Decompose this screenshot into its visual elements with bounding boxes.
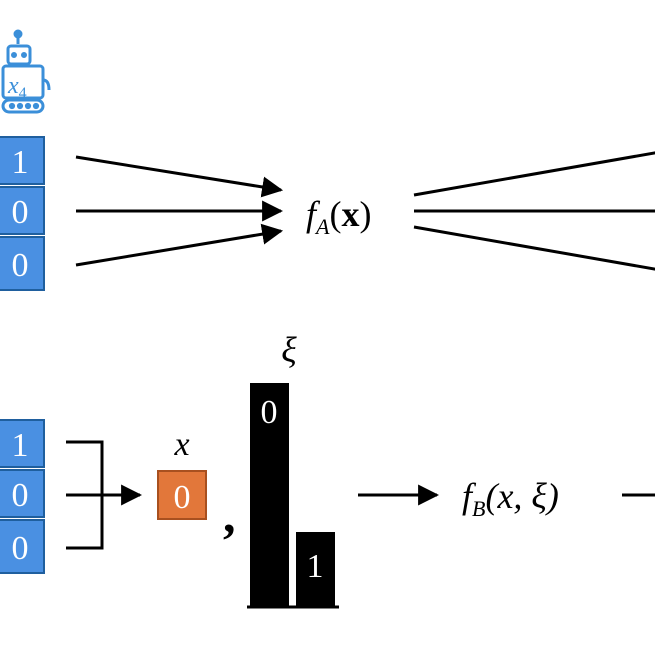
xi-label: ξ xyxy=(281,330,297,370)
fb-label: fB(x, ξ) xyxy=(462,476,559,521)
comma: , xyxy=(223,487,236,543)
bottom-vector-value-2: 0 xyxy=(12,477,29,514)
top-vector-value-2: 0 xyxy=(12,194,29,231)
xi-bar-0-label: 0 xyxy=(261,394,278,431)
x-box xyxy=(157,470,207,520)
merge-bracket xyxy=(66,440,104,550)
bottom-vector-value-3: 0 xyxy=(12,530,29,567)
bottom-vector-cell-1 xyxy=(0,419,45,468)
bottom-vector-cell-2 xyxy=(0,469,45,518)
top-vector-value-3: 0 xyxy=(12,247,29,284)
top-vector-cell-2 xyxy=(0,186,45,235)
fa-label: fA(x) xyxy=(306,194,371,239)
out-line-3 xyxy=(413,225,655,271)
bottom-vector: 1 0 0 xyxy=(0,419,45,574)
arrow-top-3 xyxy=(75,223,284,267)
top-vector-cell-3 xyxy=(0,236,45,291)
x-label: x xyxy=(173,426,189,463)
xi-bar-1-label: 1 xyxy=(307,548,324,585)
xi-bar-0 xyxy=(250,383,289,607)
robot-icon xyxy=(1,29,51,114)
robot-label: x4 xyxy=(7,73,27,102)
out-line-1 xyxy=(413,151,655,197)
bottom-vector-cell-3 xyxy=(0,519,45,574)
x-value: 0 xyxy=(174,479,191,516)
top-vector: 1 0 0 xyxy=(0,136,45,291)
top-vector-value-1: 1 xyxy=(12,144,29,181)
bottom-vector-value-1: 1 xyxy=(12,427,29,464)
xi-bar-1 xyxy=(296,532,335,607)
arrow-top-1 xyxy=(75,155,284,198)
top-vector-cell-1 xyxy=(0,136,45,185)
